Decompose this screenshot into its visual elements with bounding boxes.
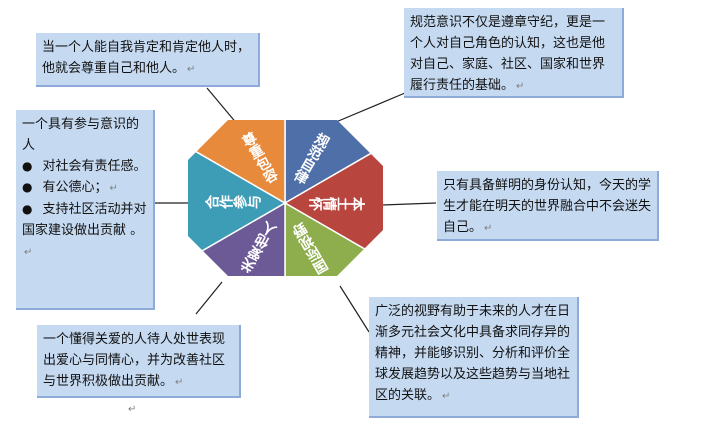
paragraph-mark-icon: ↵ bbox=[175, 377, 184, 388]
caring-text: 一个懂得关爱的人待人处世表现出爱心与同情心，并为改善社区与世界积极做出贡献。 bbox=[43, 332, 226, 389]
global-text: 广泛的视野有助于未来的人才在日渐多元社会文化中具备求同存异的精神，并能够识别、分… bbox=[375, 304, 571, 403]
participation-intro: 一个具有参与意识的人 bbox=[22, 117, 140, 153]
paragraph-mark-icon: ↵ bbox=[484, 223, 493, 234]
bullet-icon: ● bbox=[22, 202, 33, 216]
participation-bullet-3: ●支持社区活动并对国家建设做出贡献 。↵ bbox=[22, 202, 147, 258]
respect-box: 当一个人能自我肯定和肯定他人时，他就会尊重自己和他人。↵ bbox=[36, 33, 260, 87]
connector-respect bbox=[206, 87, 239, 126]
paragraph-mark-icon: ↵ bbox=[187, 64, 196, 75]
participation-box: 一个具有参与意识的人 ●对社会有责任感。 ●有公德心；↵ ●支持社区活动并对国家… bbox=[16, 110, 155, 310]
respect-text: 当一个人能自我肯定和肯定他人时，他就会尊重自己和他人。 bbox=[42, 40, 251, 76]
connector-discipline bbox=[335, 92, 406, 123]
connector-local bbox=[381, 202, 437, 206]
global-box: 广泛的视野有助于未来的人才在日渐多元社会文化中具备求同存异的精神，并能够识别、分… bbox=[369, 297, 579, 418]
discipline-box: 规范意识不仅是遵章守纪，更是一个人对自己角色的认知，这也是他对自己、家庭、社区、… bbox=[404, 8, 624, 98]
connector-global bbox=[339, 285, 370, 333]
wheel-segment bbox=[283, 131, 383, 275]
bullet-icon: ● bbox=[22, 180, 33, 194]
local-text: 只有具备鲜明的身份认知，今天的学生才能在明天的世界融合中不会迷失自己。 bbox=[443, 178, 652, 235]
paragraph-mark-icon: ↵ bbox=[442, 391, 451, 402]
connector-caring bbox=[195, 281, 223, 315]
caring-box: 一个懂得关爱的人待人处世表现出爱心与同情心，并为改善社区与世界积极做出贡献。↵ bbox=[37, 325, 241, 398]
wheel-segment bbox=[188, 120, 286, 205]
paragraph-mark-icon: ↵ bbox=[24, 247, 33, 258]
paragraph-mark-icon: ↵ bbox=[516, 81, 525, 92]
local-box: 只有具备鲜明的身份认知，今天的学生才能在明天的世界融合中不会迷失自己。↵ bbox=[437, 171, 659, 241]
participation-bullet-1: ●对社会有责任感。 bbox=[22, 159, 147, 174]
wheel-segment bbox=[188, 131, 287, 275]
wheel-segment bbox=[284, 120, 383, 205]
wheel-segment-label: 本土情怀 bbox=[308, 195, 366, 211]
bullet-icon: ● bbox=[22, 159, 33, 173]
paragraph-mark-icon: ↵ bbox=[128, 404, 137, 415]
discipline-text: 规范意识不仅是遵章守纪，更是一个人对自己角色的认知，这也是他对自己、家庭、社区、… bbox=[410, 15, 606, 93]
paragraph-mark-icon: ↵ bbox=[109, 183, 118, 194]
participation-bullet-2: ●有公德心；↵ bbox=[22, 180, 118, 195]
wheel-segment-label: 合作参与 bbox=[204, 195, 262, 211]
